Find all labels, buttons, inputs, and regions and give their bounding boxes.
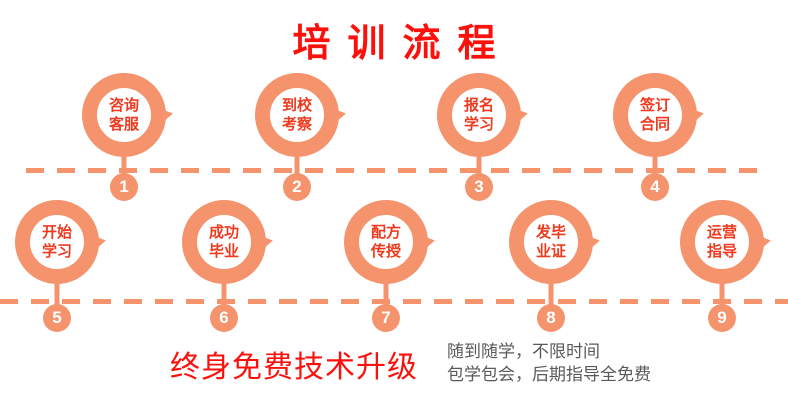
step-8-connector (548, 278, 554, 316)
step-3-connector (476, 151, 482, 185)
step-4: 签订 合同 4 (613, 73, 705, 201)
arrow-right-icon (95, 235, 107, 249)
step-8-label: 发毕 业证 (535, 224, 566, 260)
step-7-number-badge: 7 (372, 304, 400, 332)
step-3-label: 报名 学习 (463, 97, 494, 133)
arrow-right-icon (517, 108, 529, 122)
step-6-label: 成功 毕业 (208, 224, 239, 260)
arrow-right-icon (589, 235, 601, 249)
arrow-right-icon (262, 235, 274, 249)
step-7-ring: 配方 传授 (344, 200, 436, 284)
step-5-label: 开始 学习 (41, 224, 72, 260)
step-2: 到校 考察 2 (255, 73, 347, 201)
step-1-label: 咨询 客服 (108, 97, 139, 133)
arrow-right-icon (424, 235, 436, 249)
footer-highlight-text: 终身免费技术升级 (170, 351, 418, 384)
step-4-number-badge: 4 (641, 173, 669, 201)
step-5-connector (54, 278, 60, 316)
step-1-number-badge: 1 (110, 173, 138, 201)
step-4-connector (652, 151, 658, 185)
dashed-timeline-row1 (26, 168, 762, 173)
step-1: 咨询 客服 1 (82, 73, 174, 201)
footer-note-line1: 随到随学，不限时间 (447, 342, 600, 361)
step-9-label: 运营 指导 (706, 224, 737, 260)
step-2-ring: 到校 考察 (255, 73, 347, 157)
step-2-connector (294, 151, 300, 185)
arrow-right-icon (760, 235, 772, 249)
step-5-ring: 开始 学习 (15, 200, 107, 284)
dashed-timeline-row2 (0, 299, 788, 304)
step-1-ring: 咨询 客服 (82, 73, 174, 157)
step-6: 成功 毕业 6 (182, 200, 274, 332)
step-8: 发毕 业证 8 (509, 200, 601, 332)
step-6-ring: 成功 毕业 (182, 200, 274, 284)
step-3-ring: 报名 学习 (437, 73, 529, 157)
step-7: 配方 传授 7 (344, 200, 436, 332)
step-5: 开始 学习 5 (15, 200, 107, 332)
step-3-number-badge: 3 (465, 173, 493, 201)
step-6-connector (221, 278, 227, 316)
page-title: 培训流程 (292, 23, 513, 65)
step-2-number-badge: 2 (283, 173, 311, 201)
step-9-ring: 运营 指导 (680, 200, 772, 284)
step-9-number-badge: 9 (708, 304, 736, 332)
step-3: 报名 学习 3 (437, 73, 529, 201)
step-2-label: 到校 考察 (281, 97, 312, 133)
arrow-right-icon (162, 108, 174, 122)
step-7-connector (383, 278, 389, 316)
arrow-right-icon (335, 108, 347, 122)
step-5-number-badge: 5 (43, 304, 71, 332)
arrow-right-icon (693, 108, 705, 122)
step-9-connector (719, 278, 725, 316)
step-4-label: 签订 合同 (639, 97, 670, 133)
step-1-connector (121, 151, 127, 185)
footer-note-line2: 包学包会，后期指导全免费 (447, 365, 651, 384)
step-9: 运营 指导 9 (680, 200, 772, 332)
step-6-number-badge: 6 (210, 304, 238, 332)
step-7-label: 配方 传授 (370, 224, 401, 260)
step-4-ring: 签订 合同 (613, 73, 705, 157)
step-8-number-badge: 8 (537, 304, 565, 332)
footer-notes: 随到随学，不限时间 包学包会，后期指导全免费 (447, 340, 651, 386)
step-8-ring: 发毕 业证 (509, 200, 601, 284)
